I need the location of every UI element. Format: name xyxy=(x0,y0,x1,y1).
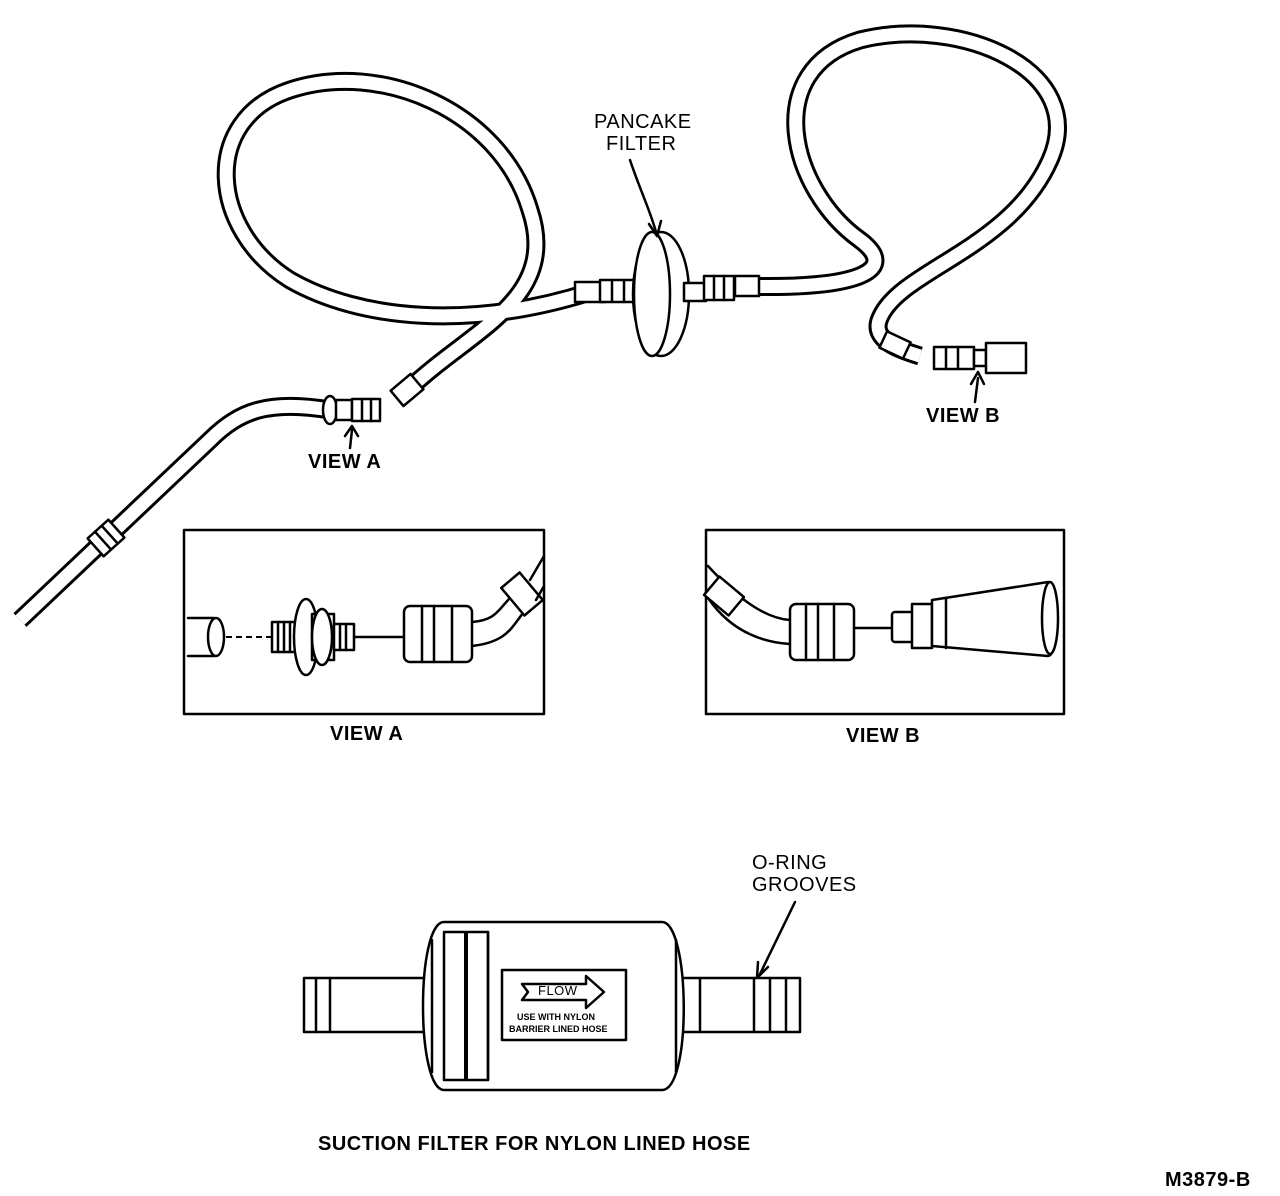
suction-filter-caption: SUCTION FILTER FOR NYLON LINED HOSE xyxy=(318,1133,751,1155)
pancake-filter-label-line2: FILTER xyxy=(606,133,677,155)
view-b-caption: VIEW B xyxy=(846,725,921,747)
pancake-filter xyxy=(598,230,736,358)
view-a-fitting xyxy=(321,394,382,426)
pancake-filter-label-line1: PANCAKE xyxy=(594,111,692,133)
hose-coupling xyxy=(86,518,126,558)
suction-filter xyxy=(302,920,802,1092)
flow-label: FLOW xyxy=(538,983,578,998)
view-b-inset xyxy=(702,528,1066,716)
figure-code: M3879-B xyxy=(1165,1169,1251,1191)
leader-arrows xyxy=(343,158,986,980)
view-b-fitting xyxy=(932,341,1028,375)
view-b-callout-label: VIEW B xyxy=(926,405,1001,427)
use-with-nylon-label: USE WITH NYLON xyxy=(517,1012,595,1022)
oring-grooves-label-line1: O-RING xyxy=(752,852,828,874)
hose-assembly xyxy=(13,24,1067,627)
view-a-caption: VIEW A xyxy=(330,723,404,745)
view-a-callout-label: VIEW A xyxy=(308,451,382,473)
barrier-lined-hose-label: BARRIER LINED HOSE xyxy=(509,1024,608,1034)
view-a-inset xyxy=(182,528,546,716)
oring-grooves-label-line2: GROOVES xyxy=(752,874,857,896)
